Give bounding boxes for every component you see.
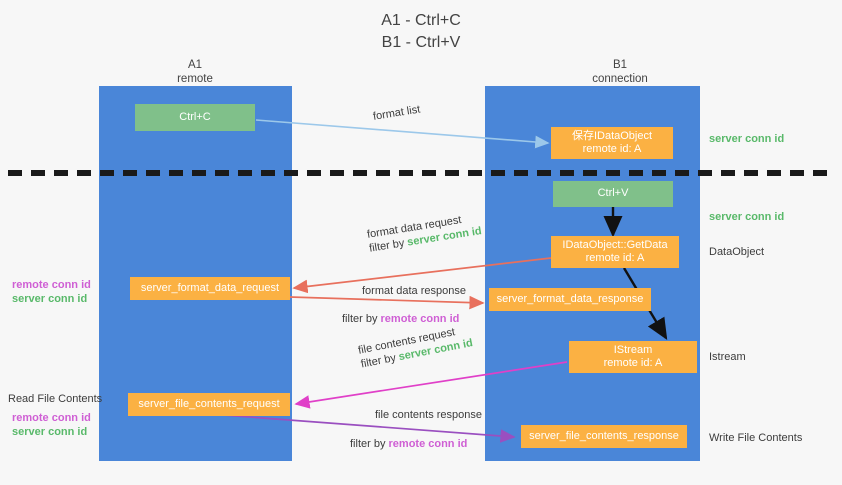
node-ctrl-c-label: Ctrl+C [179,110,211,123]
node-server-file-contents-response[interactable]: server_file_contents_response [521,425,687,448]
node-ctrl-c[interactable]: Ctrl+C [135,104,255,131]
note-istream: Istream [709,351,746,363]
node-server-file-contents-response-label: server_file_contents_response [529,429,679,442]
node-server-format-data-response-label: server_format_data_response [496,292,644,305]
filter-key-remote-conn-id: remote conn id [380,313,460,325]
edge-label-file-contents-response-filter: filter by remote conn id [350,437,482,451]
note-write-file-contents: Write File Contents [709,432,803,444]
node-idataobject-save-remote-id: remote id: A [582,143,642,155]
note-remote-conn-id-2: remote conn id [12,412,91,424]
title-line-1: A1 - Ctrl+C [381,12,461,29]
node-getdata-remote-id: remote id: A [585,252,645,264]
node-idataobject-getdata[interactable]: IDataObject::GetData remote id: A [551,236,679,268]
node-idataobject-save-label: 保存IDataObject [571,129,653,142]
node-server-file-contents-request[interactable]: server_file_contents_request [128,393,290,416]
filter-key-remote-conn-id: remote conn id [388,438,468,450]
lane-a1-subtitle: remote [177,73,213,85]
node-istream-label: IStream [613,343,653,356]
edge-label-format-data-response-line1: format data response [362,285,466,297]
arrow-format-list [255,119,550,149]
arrow-format-data-request [292,257,552,294]
note-remote-conn-id-1: remote conn id [12,279,91,291]
node-ctrl-v-label: Ctrl+V [597,187,629,200]
edge-label-format-data-response-filter: filter by remote conn id [342,312,466,326]
arrow-file-contents-request [294,361,568,409]
note-server-conn-id-top: server conn id [709,133,785,145]
lane-header-b1: B1 connection [535,58,705,86]
node-istream[interactable]: IStream remote id: A [569,341,697,373]
note-conn-id-group-2: remote conn id server conn id [12,411,91,439]
note-server-conn-id-2: server conn id [12,426,88,438]
note-dataobject: DataObject [709,246,765,258]
edge-label-file-contents-response-line1: file contents response [375,409,483,421]
node-ctrl-v[interactable]: Ctrl+V [553,181,673,207]
lane-b1-subtitle: connection [592,73,648,85]
node-server-format-data-request-label: server_format_data_request [140,281,280,294]
node-server-format-data-request[interactable]: server_format_data_request [130,277,290,300]
lane-b1-title: B1 [612,59,628,71]
node-server-format-data-response[interactable]: server_format_data_response [489,288,651,311]
lane-header-a1: A1 remote [120,58,270,86]
edge-label-file-contents-response: file contents response filter by remote … [350,408,483,451]
title-line-2: B1 - Ctrl+V [381,34,461,51]
page-title: A1 - Ctrl+C B1 - Ctrl+V [0,10,842,54]
node-idataobject-save[interactable]: 保存IDataObject remote id: A [551,127,673,159]
node-server-file-contents-request-label: server_file_contents_request [138,397,280,410]
edge-label-format-data-response: format data response filter by remote co… [342,284,466,326]
note-server-conn-id-1: server conn id [12,293,88,305]
note-conn-id-group-1: remote conn id server conn id [12,278,91,306]
lane-a1-title: A1 [187,59,203,71]
note-server-conn-id-mid: server conn id [709,211,785,223]
filter-prefix: filter by [342,313,381,325]
filter-prefix: filter by [350,438,389,450]
note-read-file-contents: Read File Contents [8,393,103,405]
node-getdata-label: IDataObject::GetData [562,238,668,251]
node-istream-remote-id: remote id: A [603,357,663,369]
